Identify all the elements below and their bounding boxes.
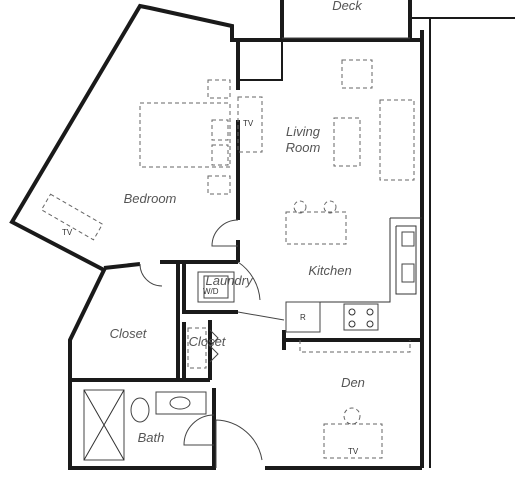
washer-dryer-inner (203, 275, 229, 299)
bedroom-outer-wall (9, 3, 238, 470)
room-label-living-1: Living (286, 124, 321, 139)
vanity-sink (169, 396, 191, 410)
room-label-living-2: Room (286, 140, 321, 155)
stool-2 (323, 200, 337, 214)
den-shelf (299, 340, 411, 353)
room-label-bedroom: Bedroom (124, 191, 177, 206)
pillow-1 (211, 119, 229, 141)
fridge-label: R (300, 313, 306, 322)
bifold-door (209, 329, 219, 363)
nightstand-top (207, 79, 231, 99)
bath-fixtures (83, 327, 207, 461)
wd-label: W/D (203, 287, 219, 296)
burner-4 (366, 320, 374, 328)
bath-door (183, 414, 215, 446)
pillow-2 (211, 144, 229, 166)
bedroom-dresser (237, 96, 263, 153)
shower-drain (83, 389, 125, 461)
bedroom-corner-tv-stand (40, 193, 104, 241)
counter-inner (395, 225, 417, 295)
room-label-bath: Bath (138, 430, 165, 445)
coffee-table (333, 117, 361, 167)
room-labels: Deck Living Room Bedroom Kitchen Laundry… (110, 0, 365, 445)
nightstand-bottom (207, 175, 231, 195)
doors (139, 37, 410, 468)
range (343, 303, 379, 331)
burner-2 (366, 308, 374, 316)
room-label-kitchen: Kitchen (308, 263, 351, 278)
closet-top-wall (103, 260, 180, 380)
laundry-fixtures (197, 271, 235, 303)
laundry-door (237, 261, 261, 301)
hall-line (237, 311, 285, 321)
tv-label-den: TV (348, 447, 359, 456)
closet-door (139, 263, 163, 287)
refrigerator (285, 301, 321, 333)
counter-outline (286, 217, 422, 303)
armchair (341, 59, 373, 89)
tv-label-bedroom-corner: TV (62, 228, 73, 237)
deck-door-frame (237, 40, 283, 81)
room-label-closet-small: Closet (189, 334, 227, 349)
laundry-wall (182, 262, 238, 314)
closet-shelf (187, 327, 207, 369)
entry-door (215, 419, 263, 468)
burner-1 (348, 308, 356, 316)
sofa (379, 99, 415, 181)
tv-label-bedroom-wall: TV (243, 119, 254, 128)
sink (401, 231, 415, 247)
den-chair (343, 407, 361, 425)
stool-1 (293, 200, 307, 214)
room-label-laundry: Laundry (206, 273, 254, 288)
kitchen-island (285, 211, 347, 245)
toilet (130, 397, 150, 423)
den-desk (323, 423, 383, 459)
fixture-labels: TV TV TV W/D R (62, 119, 359, 456)
room-label-den: Den (341, 375, 365, 390)
furniture (40, 59, 415, 459)
exterior-walls (9, 0, 515, 470)
bedroom-door (211, 219, 239, 247)
room-label-deck: Deck (332, 0, 363, 13)
kitchen-fixtures (285, 217, 422, 333)
bed (139, 102, 231, 168)
burner-3 (348, 320, 356, 328)
interior-walls (72, 40, 422, 468)
dishwasher (401, 263, 415, 283)
room-label-closet-large: Closet (110, 326, 148, 341)
